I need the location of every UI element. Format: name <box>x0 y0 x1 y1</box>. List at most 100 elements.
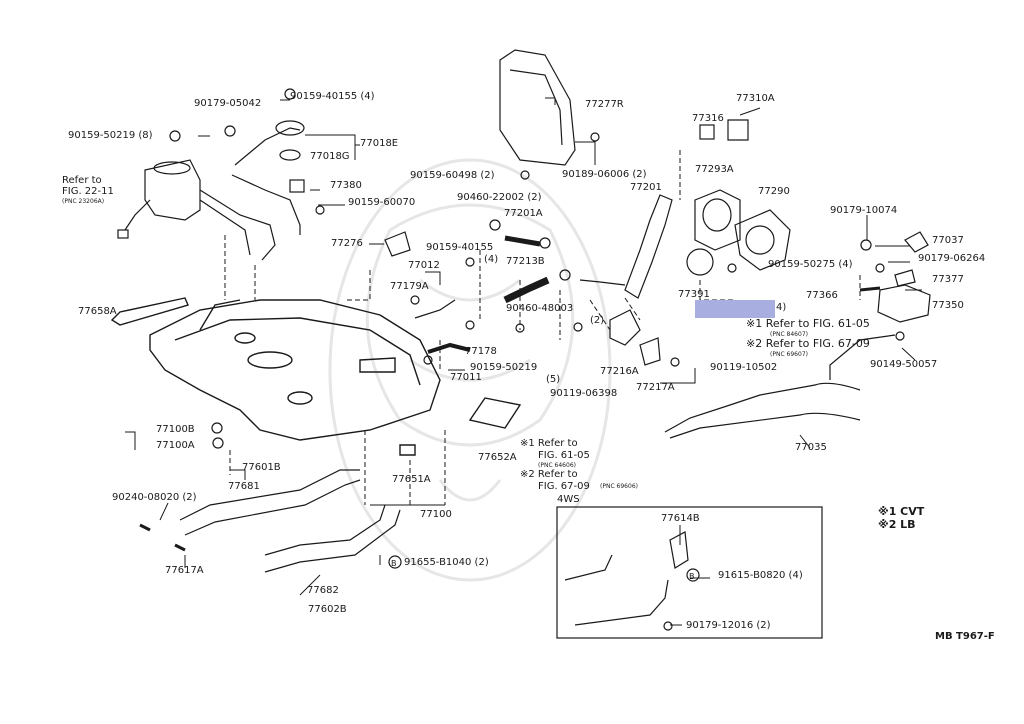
bolt-icon <box>515 323 525 333</box>
hose-77201a <box>504 235 541 247</box>
refer-to-label: Refer to <box>62 175 102 186</box>
part-label-77601b[interactable]: 77601B <box>242 462 281 473</box>
inset-4ws-box <box>556 506 823 639</box>
part-label-77614b[interactable]: 77614B <box>661 513 700 524</box>
bolt-icon <box>860 239 872 251</box>
part-label-90159-50219-b[interactable]: 90159-50219 <box>470 362 538 373</box>
part-label-77290[interactable]: 77290 <box>758 186 790 197</box>
strap-77682 <box>264 504 386 556</box>
watermark-emblem <box>328 158 612 582</box>
part-label-90159-40155[interactable]: 90159-40155 (4) <box>290 91 375 102</box>
strap-77601b <box>179 469 360 521</box>
part-label-77201a[interactable]: 77201A <box>504 208 543 219</box>
part-label-77293a[interactable]: 77293A <box>695 164 734 175</box>
part-label-77037[interactable]: 77037 <box>932 235 964 246</box>
part-label-90159-40155-b[interactable]: 90159-40155 <box>426 242 494 253</box>
pump-grommet-77380 <box>289 179 305 193</box>
part-label-77277r[interactable]: 77277R <box>585 99 624 110</box>
part-label-91615-b0820[interactable]: 91615-B0820 (4) <box>718 570 803 581</box>
fuel-pump-wire <box>124 199 151 231</box>
part-label-90460-22002[interactable]: 90460-22002 (2) <box>457 192 542 203</box>
part-label-77652a[interactable]: 77652A <box>478 452 517 463</box>
bolt-icon <box>670 357 680 367</box>
tank-pad-strip <box>110 297 189 326</box>
lid-spring-77377 <box>894 269 916 287</box>
note-2-refer-fig-67-09[interactable]: ※2 Refer to FIG. 67-09 <box>746 337 870 350</box>
bolt-icon <box>224 125 236 137</box>
cap-77310a <box>727 119 749 141</box>
part-label-77100[interactable]: 77100 <box>420 509 452 520</box>
part-label-90159-60070[interactable]: 90159-60070 <box>348 197 416 208</box>
part-label-77018g[interactable]: 77018G <box>310 151 350 162</box>
part-label-77380[interactable]: 77380 <box>330 180 362 191</box>
bolt-b-marker: B <box>391 559 397 568</box>
heat-shield-rib <box>509 69 563 146</box>
part-label-90179-05042[interactable]: 90179-05042 <box>194 98 262 109</box>
part-label-77366[interactable]: 77366 <box>806 290 838 301</box>
part-label-77018e[interactable]: 77018E <box>360 138 399 149</box>
bolt-90240 <box>139 523 151 532</box>
clamp-icon <box>539 237 551 249</box>
part-label-77216a[interactable]: 77216A <box>600 366 639 377</box>
part-label-77391[interactable]: 77391 <box>678 289 710 300</box>
part-label-77100a[interactable]: 77100A <box>156 440 195 451</box>
part-label-77178[interactable]: 77178 <box>465 346 497 357</box>
part-label-77681[interactable]: 77681 <box>228 481 260 492</box>
part-label-77377[interactable]: 77377 <box>932 274 964 285</box>
part-label-90240-08020[interactable]: 90240-08020 (2) <box>112 492 197 503</box>
part-label-77276[interactable]: 77276 <box>331 238 363 249</box>
part-label-77201[interactable]: 77201 <box>630 182 662 193</box>
part-label-77658a[interactable]: 77658A <box>78 306 117 317</box>
part-label-90159-60498[interactable]: 90159-60498 (2) <box>410 170 495 181</box>
fig-22-11-link[interactable]: FIG. 22-11 <box>62 186 114 197</box>
part-label-90159-50219[interactable]: 90159-50219 (8) <box>68 130 153 141</box>
part-label-77011[interactable]: 77011 <box>450 372 482 383</box>
part-label-77035[interactable]: 77035 <box>795 442 827 453</box>
pnc-23206a-label: (PNC 23206A) <box>62 198 105 205</box>
filler-cap-opening <box>702 198 732 232</box>
bolt-icon <box>410 295 420 305</box>
part-label-77217a[interactable]: 77217A <box>636 382 675 393</box>
part-label-90189-06006[interactable]: 90189-06006 (2) <box>562 169 647 180</box>
filler-door-assembly <box>664 119 931 439</box>
part-label-90179-06264[interactable]: 90179-06264 <box>918 253 986 264</box>
part-label-90179-10074[interactable]: 90179-10074 <box>830 205 898 216</box>
qty-label: (2) <box>590 315 605 326</box>
part-label-90119-10502[interactable]: 90119-10502 <box>710 362 778 373</box>
part-label-77179a[interactable]: 77179A <box>390 281 429 292</box>
bolt-icon <box>520 170 530 180</box>
part-label-90149-50057[interactable]: 90149-50057 <box>870 359 938 370</box>
strap-77602b <box>264 509 401 573</box>
inset-strap-lower <box>574 579 669 626</box>
release-cable-upper <box>829 334 896 380</box>
part-label-90460-48003[interactable]: 90460-48003 <box>506 303 574 314</box>
part-label-77310a[interactable]: 77310A <box>736 93 775 104</box>
bolt-icon <box>895 331 905 341</box>
note-1-refer-fig-61-05[interactable]: ※1 Refer to FIG. 61-05 <box>746 317 870 330</box>
part-label-90159-50275[interactable]: 90159-50275 (4) <box>768 259 853 270</box>
tank-sender-cover <box>359 357 396 373</box>
part-label-77617a[interactable]: 77617A <box>165 565 204 576</box>
part-label-77350[interactable]: 77350 <box>932 300 964 311</box>
pump-gasket-77018e <box>275 120 305 136</box>
pump-ring-77018g <box>279 149 301 161</box>
center-note-1-fig-link[interactable]: FIG. 61-05 <box>538 450 590 461</box>
bolt-icon <box>169 130 181 142</box>
part-label-77012[interactable]: 77012 <box>408 260 440 271</box>
leader-lines-solid <box>125 97 922 626</box>
center-note-2-fig-link[interactable]: FIG. 67-09 <box>538 481 590 492</box>
part-label-90119-06398[interactable]: 90119-06398 <box>550 388 618 399</box>
part-label-77602b[interactable]: 77602B <box>308 604 347 615</box>
breather-tube <box>579 279 626 286</box>
part-label-77316[interactable]: 77316 <box>692 113 724 124</box>
part-label-77651a[interactable]: 77651A <box>392 474 431 485</box>
highlight-box <box>695 300 775 318</box>
filler-neck-assembly <box>384 49 673 366</box>
part-label-91655-b1040[interactable]: 91655-B1040 (2) <box>404 557 489 568</box>
fuel-feed-pipe <box>199 189 276 261</box>
part-label-77100b[interactable]: 77100B <box>156 424 195 435</box>
part-label-77213b[interactable]: 77213B <box>506 256 545 267</box>
part-label-77682[interactable]: 77682 <box>307 585 339 596</box>
part-label-90179-12016[interactable]: 90179-12016 (2) <box>686 620 771 631</box>
